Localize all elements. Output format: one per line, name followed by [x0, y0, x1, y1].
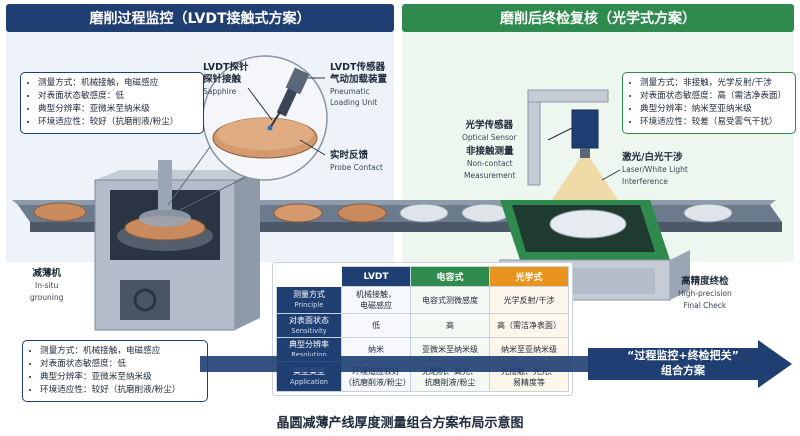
process-monitoring-banner: 磨削过程监控（LVDT接触式方案）: [6, 4, 394, 32]
lvdt-probe-label: LVDT探针 探针接触 Sapphire: [203, 62, 248, 98]
spec-item: 环境适应性：较差（易受雾气干扰）: [640, 116, 789, 129]
spec-item: 环境适应性：较好（抗磨削液/粉尘）: [38, 116, 197, 129]
feedback-en-text: Probe Contact: [330, 163, 383, 172]
flow-arrow-shaft: [200, 356, 592, 372]
table-cell: 机械接触， 电磁感应: [341, 286, 411, 314]
noncontact-label: 非接触测量 Non-contact Measurement: [464, 146, 516, 182]
noncontact-cn-text: 非接触测量: [465, 146, 514, 157]
optical-sensor-cn-text: 光学传感器: [465, 120, 514, 131]
final-en2-text: Final Check: [683, 301, 727, 310]
sapphire-text: Sapphire: [203, 87, 237, 96]
thinning-en2-text: grouning: [30, 293, 64, 302]
thinning-en1-text: In-situ: [35, 281, 59, 290]
laser-en1-text: Laser/White Light: [622, 165, 688, 174]
final-cn-text: 高精度终检: [681, 276, 729, 287]
table-cell: 低: [341, 313, 411, 338]
lvdt-sensor-text: LVDT传感器: [330, 62, 385, 73]
laser-en2-text: Interference: [622, 177, 668, 186]
pneumatic-en-text: Pneumatic Loading Unit: [330, 87, 378, 107]
probe-contact-text: 探针接触: [203, 74, 242, 85]
table-cell: 高（需洁净表面）: [489, 313, 569, 338]
spec-item: 典型分辨率：纳米至亚纳米级: [640, 103, 789, 116]
optical-spec-box: 测量方式：非接触，光学反射/干涉 对表面状态敏感度：高（需洁净表面） 典型分辨率…: [622, 72, 796, 134]
optical-sensor-label: 光学传感器 Optical Sensor: [462, 120, 517, 144]
combined-solution-arrow: [588, 340, 792, 388]
arrow-line1: “过程监控+终检把关”: [627, 349, 739, 362]
spec-item: 环境适应性：较好（抗磨削液/粉尘）: [40, 384, 201, 397]
lvdt-sensor-label: LVDT传感器 气动加载装置 Pneumatic Loading Unit: [330, 62, 390, 109]
final-check-label: 高精度终检 High-precision Final Check: [678, 276, 732, 312]
probe-zoom-view: [167, 55, 328, 211]
spec-item: 对表面状态敏感度：高（需洁净表面）: [640, 90, 789, 103]
figure-caption: 晶圆减薄产线厚度测量组合方案布局示意图: [276, 416, 524, 431]
lvdt-probe-text: LVDT探针: [203, 62, 249, 73]
spec-item: 测量方式：非接触，光学反射/干涉: [640, 77, 789, 90]
spec-item: 测量方式：机械接触，电磁感应: [38, 77, 197, 90]
final-check-banner: 磨削后终检复核（光学式方案）: [402, 4, 794, 32]
feedback-cn-text: 实时反馈: [330, 150, 369, 161]
combined-solution-text: “过程监控+终检把关” 组合方案: [598, 348, 768, 378]
noncontact-en2-text: Measurement: [464, 171, 516, 180]
laser-label: 激光/白光干涉 Laser/White Light Interference: [622, 152, 688, 188]
header-optical: 光学式: [489, 266, 569, 287]
laser-cn-text: 激光/白光干涉: [622, 152, 683, 163]
spec-item: 测量方式：机械接触，电磁感应: [40, 345, 201, 358]
spec-item: 典型分辨率：亚微米至纳米级: [40, 371, 201, 384]
thinning-machine: [94, 160, 260, 331]
thinning-machine-label: 减薄机 In-situ grouning: [30, 268, 63, 304]
final-en1-text: High-precision: [678, 289, 732, 298]
lvdt-spec-box-bottom: 测量方式：机械接触，电磁感应 对表面状态敏感度：低 典型分辨率：亚微米至纳米级 …: [22, 340, 208, 402]
spec-item: 典型分辨率：亚微米至纳米级: [38, 103, 197, 116]
pneumatic-cn-text: 气动加载装置: [330, 74, 388, 85]
thinning-cn-text: 减薄机: [32, 268, 61, 279]
header-lvdt: LVDT: [341, 266, 411, 287]
table-cell: 高: [410, 313, 490, 338]
lvdt-spec-box-top: 测量方式：机械接触，电磁感应 对表面状态敏感度：低 典型分辨率：亚微米至纳米级 …: [20, 72, 204, 134]
leader-lines: [247, 77, 621, 181]
spec-item: 对表面状态敏感度：低: [38, 90, 197, 103]
header-capacitive: 电容式: [410, 266, 490, 287]
table-cell: 电容式测微感度: [410, 286, 490, 314]
noncontact-en1-text: Non-contact: [466, 159, 513, 168]
optical-sensor-en-text: Optical Sensor: [462, 133, 517, 142]
spec-item: 对表面状态敏感度：低: [40, 358, 201, 371]
table-cell: 光学反射/干涉: [489, 286, 569, 314]
arrow-line2: 组合方案: [661, 364, 705, 377]
realtime-feedback-label: 实时反馈 Probe Contact: [330, 150, 383, 174]
conveyor-wafers: [33, 202, 733, 223]
